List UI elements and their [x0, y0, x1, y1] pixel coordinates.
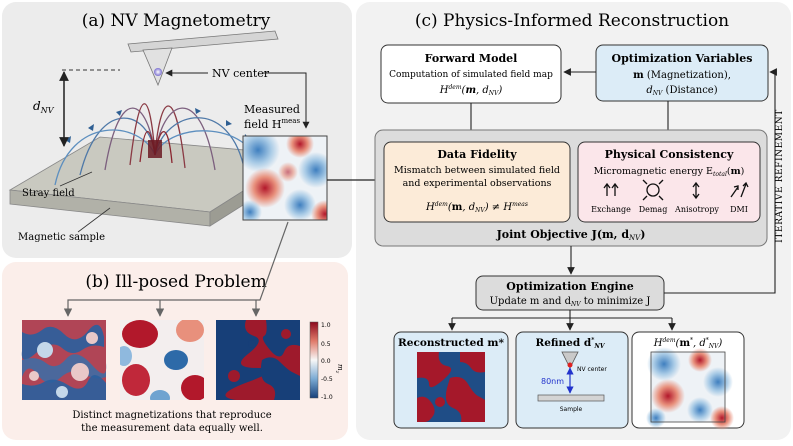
exchange-label: Exchange	[591, 205, 631, 214]
physical-consistency-line1: Micromagnetic energy Etotal(m)	[594, 166, 745, 178]
dmi-label: DMI	[730, 205, 748, 214]
stray-field-pointer	[59, 171, 93, 187]
cantilever	[127, 30, 279, 53]
optimization-variables-box	[595, 44, 769, 102]
joint-objective-label: Joint Objective J(m, dNV)	[496, 228, 646, 242]
data-fidelity-title: Data Fidelity	[437, 148, 517, 161]
stray-field-label: Stray field	[22, 188, 75, 199]
hdem-result-map	[646, 347, 734, 430]
colorbar	[309, 321, 319, 399]
nv-center-dot	[154, 68, 162, 76]
refined-label: Refined d*NV	[536, 337, 606, 350]
panel-c-title: (c) Physics-Informed Reconstruction	[415, 11, 729, 31]
refined-sample-label: Sample	[560, 406, 583, 413]
anisotropy-icon	[692, 181, 700, 200]
forward-model-title: Forward Model	[425, 52, 518, 65]
colorbar-tick-1: 0.5	[321, 341, 331, 348]
physical-consistency-box	[577, 141, 761, 223]
data-fidelity-line1: Mismatch between simulated field	[394, 165, 560, 176]
panel-a-title: (a) NV Magnetometry	[82, 11, 271, 31]
anisotropy-label: Anisotropy	[674, 205, 719, 214]
hdem-result-label: Hdem(m*, d*NV)	[653, 337, 723, 350]
colorbar-tick-3: -0.5	[321, 376, 333, 383]
dnv-label: dNV	[33, 99, 55, 115]
refined-distance: 80nm	[541, 377, 564, 386]
colorbar-tick-0: 1.0	[321, 322, 331, 329]
measured-field-frame	[242, 135, 328, 221]
nv-center-label: NV center	[212, 67, 270, 80]
magnetization-map-noisy	[21, 320, 107, 400]
panel-b-title: (b) Ill-posed Problem	[85, 272, 266, 292]
physical-consistency-title: Physical Consistency	[605, 148, 734, 161]
reconstructed-map	[417, 352, 485, 422]
forward-model-line1: Computation of simulated field map	[389, 70, 553, 80]
iterative-refinement-label: ITERATIVE REFINEMENT	[775, 109, 785, 243]
colorbar-label: mz	[334, 364, 344, 374]
sample-pointer	[77, 207, 111, 233]
forward-model-line2: Hdem(m, dNV)	[439, 84, 503, 97]
optimization-engine-title: Optimization Engine	[506, 280, 633, 293]
data-fidelity-box	[383, 141, 571, 223]
refined-nv-dot	[567, 362, 573, 368]
data-fidelity-line2: and experimental observations	[403, 178, 552, 189]
iterative-loop-arrow	[664, 68, 777, 294]
optimization-engine-line: Update m and dNV to minimize J	[490, 296, 651, 308]
exchange-icon	[603, 182, 619, 196]
demag-label: Demag	[639, 205, 668, 214]
demag-icon	[642, 179, 664, 201]
measured-label-2: field Hmeas	[244, 117, 300, 131]
probe-tip	[142, 47, 173, 87]
magnetization-map-domains	[216, 320, 300, 400]
dmi-icon	[730, 181, 749, 198]
branch-arrow-left	[63, 221, 289, 317]
sample-label: Magnetic sample	[18, 232, 105, 243]
panel-b-caption-2: the measurement data equally well.	[81, 423, 263, 434]
colorbar-tick-2: 0.0	[321, 358, 331, 365]
hdem-result-frame	[650, 351, 726, 423]
refined-sample	[537, 394, 605, 402]
panel-b-caption-1: Distinct magnetizations that reproduce	[72, 410, 271, 421]
nv-to-measured-arrow	[262, 72, 310, 129]
stray-field-lines	[54, 103, 263, 186]
optimization-variables-line1: m (Magnetization),	[633, 70, 731, 81]
refined-probe-tip	[561, 351, 579, 369]
field-source	[148, 140, 162, 158]
optimization-variables-line2: dNV (Distance)	[646, 85, 717, 97]
reconstructed-label: Reconstructed m*	[398, 337, 504, 349]
magnetization-map-smooth	[120, 320, 204, 400]
measured-label-1: Measured	[244, 103, 300, 116]
refined-nv-label: NV center	[577, 366, 607, 373]
colorbar-tick-4: -1.0	[321, 394, 333, 401]
data-fidelity-equation: Hdem(m, dNV) ≠ Hmeas	[425, 201, 528, 214]
measured-field-map	[243, 136, 327, 220]
optimization-variables-title: Optimization Variables	[612, 52, 753, 65]
